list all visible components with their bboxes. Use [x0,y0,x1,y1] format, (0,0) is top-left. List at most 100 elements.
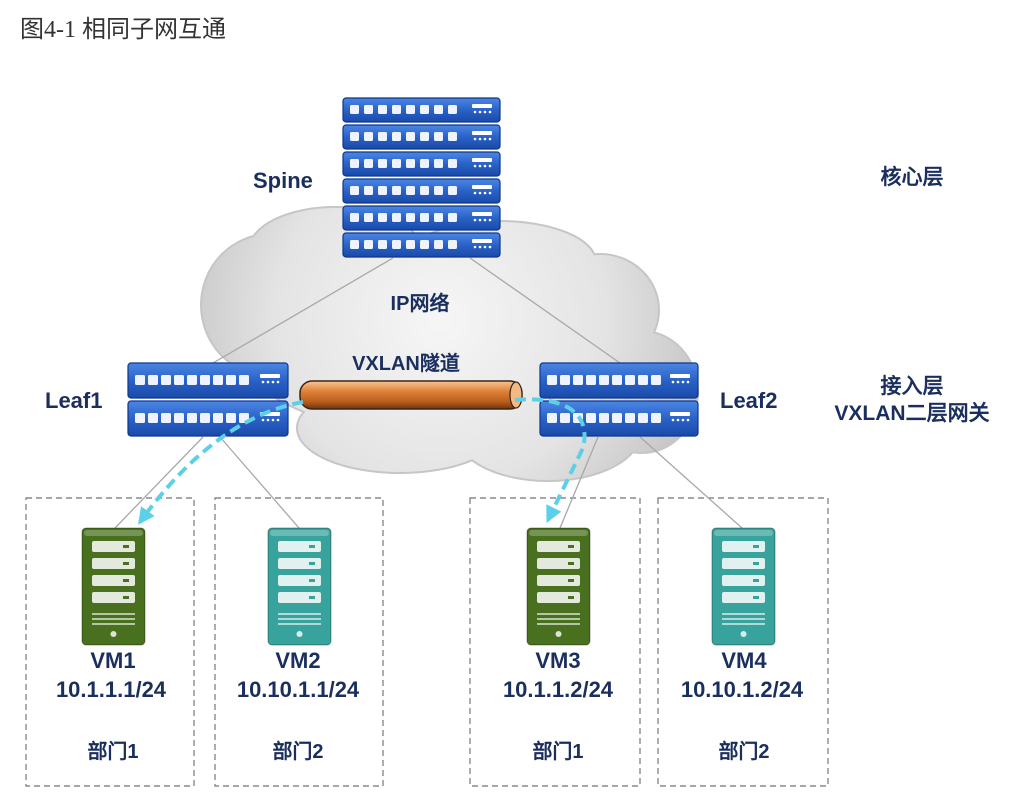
switch-port [226,375,236,385]
server-power-led [740,631,747,637]
switch-port [448,240,457,249]
server-power-led [296,631,303,637]
switch-status-bar [472,104,492,108]
switch-led [478,137,482,141]
switch-port [448,213,457,222]
link-spine-leaf1 [212,257,394,364]
server-drive-bay [722,541,765,552]
switch-status-bar [472,131,492,135]
switch-port [420,105,429,114]
switch-port [392,186,401,195]
switch-port [200,413,210,423]
vxlan-tunnel-label: VXLAN隧道 [352,351,460,375]
switch-port [586,413,596,423]
switch-port [364,186,373,195]
leaf2-label: Leaf2 [720,388,777,413]
switch-port [547,413,557,423]
vm2-server-icon [267,527,332,646]
server-drive-led [568,545,574,548]
switch-port [350,159,359,168]
ip-network-label: IP网络 [391,291,450,315]
vm3-server-icon [526,527,591,646]
vm1-dept: 部门1 [87,739,138,763]
switch-led [261,380,265,384]
switch-port [213,413,223,423]
switch-led [478,191,482,195]
switch-port [148,375,158,385]
switch-led [488,245,492,249]
switch-led [266,418,270,422]
switch-port [434,132,443,141]
switch-port [651,413,661,423]
switch-port [434,159,443,168]
server-drive-bay [722,575,765,586]
switch-led [686,418,690,422]
server-vent [92,623,135,625]
server-drive-led [123,545,129,548]
switch-led [488,137,492,141]
server-drive-led [309,596,315,599]
server-vent [278,613,321,615]
switch-port [350,105,359,114]
switch-port [448,132,457,141]
server-drive-bay [92,541,135,552]
switch-led [488,110,492,114]
switch-led [483,137,487,141]
tunnel-pipe-end-cap [509,381,523,409]
switch-port [406,186,415,195]
dept-box-vm3 [469,497,641,787]
server-drive-bay [278,558,321,569]
server-drive-bay [278,592,321,603]
switch-port [364,213,373,222]
vm3-dept: 部门1 [532,739,583,763]
link-leaf2-vm4 [639,436,743,529]
dept-box-vm1 [25,497,195,787]
switch-port [239,375,249,385]
vm2-ip: 10.10.1.1/24 [237,677,360,702]
switch-led [488,191,492,195]
switch-port [350,213,359,222]
vm4-name: VM4 [721,648,767,673]
switch-led [473,164,477,168]
switch-status-bar [472,185,492,189]
switch-port [406,213,415,222]
server-drive-bay [537,541,580,552]
switch-port [420,132,429,141]
server-drive-bay [537,575,580,586]
switch-port [573,375,583,385]
leaf1-switch-icon [127,362,289,437]
switch-led [483,164,487,168]
vm3-ip: 10.1.1.2/24 [503,677,614,702]
switch-led [271,380,275,384]
server-drive-bay [537,592,580,603]
switch-led [473,191,477,195]
switch-port [161,413,171,423]
core-layer-label: 核心层 [881,165,944,189]
switch-port [392,132,401,141]
switch-led [483,110,487,114]
switch-port [392,159,401,168]
switch-port [364,240,373,249]
switch-led [681,418,685,422]
flow-path-to-vm1 [138,400,304,525]
switch-port [378,240,387,249]
server-body [81,527,146,646]
server-drive-bay [278,541,321,552]
switch-status-bar [472,212,492,216]
figure-title: 图4-1 相同子网互通 [20,16,226,43]
server-power-led [110,631,117,637]
vm1-name: VM1 [90,648,135,673]
switch-port [187,413,197,423]
switch-port [586,375,596,385]
switch-port [547,375,557,385]
switch-port [638,375,648,385]
switch-port [406,105,415,114]
switch-port [420,186,429,195]
tunnel-pipe-body [299,380,523,410]
switch-status-bar [472,158,492,162]
server-drive-led [309,562,315,565]
switch-port [350,132,359,141]
switch-led [276,418,280,422]
switch-led [473,137,477,141]
server-drive-led [123,596,129,599]
